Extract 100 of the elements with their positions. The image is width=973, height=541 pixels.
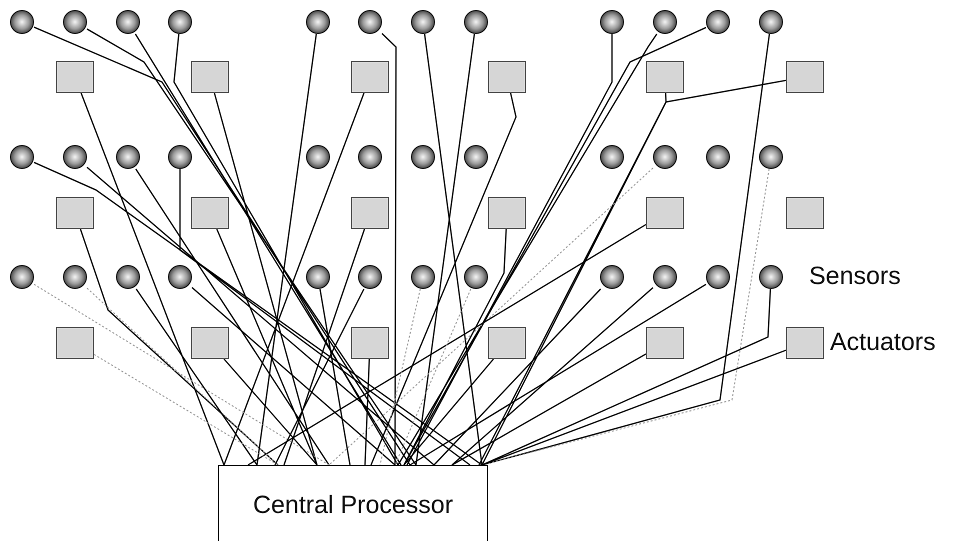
connector-line <box>404 358 494 466</box>
actuator-square <box>488 327 526 359</box>
sensor-circle <box>653 10 677 34</box>
actuator-square <box>488 61 526 93</box>
connector-line <box>397 34 658 466</box>
sensor-circle <box>306 145 330 169</box>
node-caption: Sensors <box>809 262 901 291</box>
connector-line <box>364 358 370 466</box>
connector-line <box>403 228 507 466</box>
connector-line <box>319 288 351 466</box>
connector-line <box>424 34 483 466</box>
actuator-square <box>351 197 389 229</box>
sensor-circle <box>464 145 488 169</box>
actuator-square <box>351 61 389 93</box>
actuator-square <box>786 61 824 93</box>
sensor-circle <box>10 10 34 34</box>
sensor-circle <box>116 265 140 289</box>
sensor-circle <box>706 145 730 169</box>
sensor-circle <box>116 145 140 169</box>
sensor-circle <box>653 265 677 289</box>
connector-line <box>86 28 417 466</box>
sensor-circle <box>706 10 730 34</box>
sensor-circle <box>653 145 677 169</box>
connector-line <box>415 34 476 466</box>
connector-line <box>135 168 330 466</box>
sensor-circle <box>63 10 87 34</box>
connector-line <box>256 34 317 466</box>
sensor-circle <box>63 265 87 289</box>
connector-line <box>382 33 397 465</box>
connector-line <box>410 284 706 466</box>
sensor-circle <box>464 10 488 34</box>
actuator-square <box>646 61 684 93</box>
sensor-circle <box>411 145 435 169</box>
actuator-square <box>351 327 389 359</box>
connector-line <box>80 92 225 466</box>
sensor-circle <box>10 145 34 169</box>
sensor-circle <box>411 265 435 289</box>
connector-line <box>452 353 646 466</box>
actuator-square <box>646 197 684 229</box>
connector-line <box>173 34 399 466</box>
sensor-circle <box>306 10 330 34</box>
connector-line <box>481 80 786 466</box>
dotted-connector <box>86 288 278 466</box>
actuator-square <box>56 197 94 229</box>
dotted-connector <box>34 284 330 466</box>
sensor-circle <box>759 265 783 289</box>
processor-box <box>218 465 488 541</box>
sensor-circle <box>168 10 192 34</box>
sensor-circle <box>600 145 624 169</box>
connector-line <box>434 288 602 466</box>
actuator-square <box>646 327 684 359</box>
sensor-circle <box>63 145 87 169</box>
connector-line <box>274 288 364 466</box>
dotted-connector <box>94 354 278 466</box>
sensor-circle <box>411 10 435 34</box>
actuator-square <box>191 61 229 93</box>
connector-line <box>248 224 646 466</box>
sensor-circle <box>600 10 624 34</box>
connector-line <box>224 358 318 466</box>
sensor-circle <box>168 145 192 169</box>
actuator-square <box>786 197 824 229</box>
connector-line <box>482 350 786 466</box>
connector-line <box>192 287 396 466</box>
connector-line <box>216 228 318 466</box>
connector-line <box>406 34 613 466</box>
connector-line <box>452 287 654 466</box>
sensor-circle <box>464 265 488 289</box>
connector-line <box>34 162 482 466</box>
sensor-circle <box>759 10 783 34</box>
connector-line <box>223 92 365 466</box>
connector-line <box>80 228 278 466</box>
connector-line <box>134 34 402 466</box>
sensor-circle <box>358 10 382 34</box>
actuator-square <box>488 197 526 229</box>
connector-line <box>370 92 517 466</box>
sensor-circle <box>10 265 34 289</box>
connector-line <box>34 26 411 466</box>
sensor-circle <box>600 265 624 289</box>
dotted-connector <box>394 288 472 466</box>
sensor-circle <box>759 145 783 169</box>
dotted-connector <box>380 288 421 466</box>
connector-line <box>482 288 772 466</box>
actuator-square <box>191 327 229 359</box>
sensor-circle <box>168 265 192 289</box>
sensor-circle <box>358 145 382 169</box>
actuator-square <box>191 197 229 229</box>
node-caption: Actuators <box>830 328 936 357</box>
actuator-square <box>56 327 94 359</box>
sensor-circle <box>706 265 730 289</box>
actuator-square <box>786 327 824 359</box>
sensor-circle <box>116 10 140 34</box>
connector-line <box>136 288 258 466</box>
connector-line <box>478 92 667 466</box>
dotted-connector <box>482 168 770 466</box>
connector-line <box>214 92 318 466</box>
actuator-square <box>56 61 94 93</box>
sensor-circle <box>358 265 382 289</box>
sensor-circle <box>306 265 330 289</box>
connector-line <box>179 169 470 466</box>
processor-label: Central Processor <box>252 491 454 520</box>
